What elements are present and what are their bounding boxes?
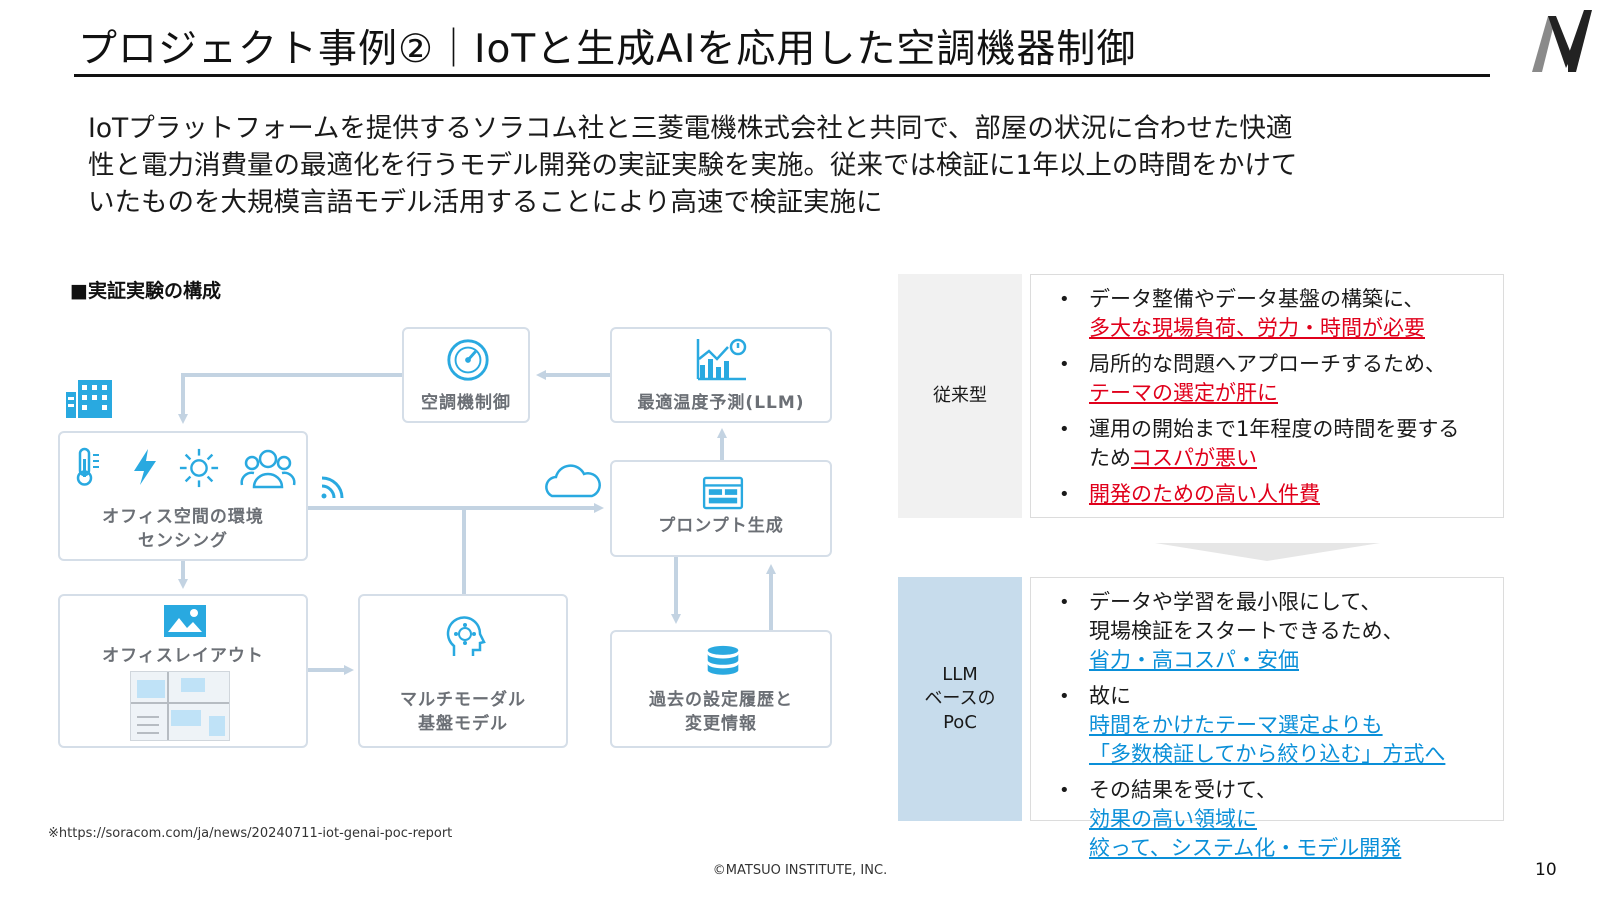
wifi-icon bbox=[321, 476, 344, 499]
layout-window-icon bbox=[702, 476, 744, 510]
node-label: センシング bbox=[138, 531, 228, 551]
bullet-text: 故に bbox=[1089, 684, 1131, 708]
node-label: オフィスレイアウト bbox=[102, 646, 264, 666]
node-label: 空調機制御 bbox=[421, 393, 511, 413]
bullet-text: 局所的な問題へアプローチするため、 bbox=[1089, 352, 1446, 376]
bullet-text: データや学習を最小限にして、 bbox=[1089, 590, 1382, 614]
node-label: マルチモーダル bbox=[400, 690, 526, 710]
node-label: 基盤モデル bbox=[418, 714, 508, 734]
bullet-text: 現場検証をスタートできるため、 bbox=[1089, 619, 1404, 643]
llm-poc-label-line: LLM bbox=[942, 664, 978, 685]
gauge-icon bbox=[447, 339, 489, 381]
bullet-item: データや学習を最小限にして、現場検証をスタートできるため、省力・高コスパ・安価 bbox=[1051, 588, 1493, 675]
bullet-text: データ整備やデータ基盤の構築に、 bbox=[1089, 287, 1425, 311]
highlighted-text: 効果の高い領域に bbox=[1089, 807, 1257, 831]
transition-arrow-icon bbox=[1155, 543, 1380, 561]
node-setting-history: 過去の設定履歴と 変更情報 bbox=[610, 630, 832, 748]
image-icon bbox=[164, 605, 206, 637]
thermometer-icon bbox=[76, 447, 99, 486]
node-label: プロンプト生成 bbox=[658, 516, 784, 536]
highlighted-text: 多大な現場負荷、労力・時間が必要 bbox=[1089, 316, 1425, 340]
node-multimodal-model: マルチモーダル 基盤モデル bbox=[358, 594, 568, 748]
conventional-label-cell: 従来型 bbox=[898, 274, 1022, 518]
highlighted-text: 「多数検証してから絞り込む」方式へ bbox=[1089, 742, 1446, 766]
bullet-text: 運用の開始まで1年程度の時間を要する bbox=[1089, 417, 1460, 441]
node-label: オフィス空間の環境 bbox=[102, 507, 264, 527]
section-label: ■実証実験の構成 bbox=[70, 280, 221, 302]
bullet-text: その結果を受けて、 bbox=[1089, 778, 1277, 802]
node-office-sensing: オフィス空間の環境 センシング bbox=[58, 431, 308, 561]
slide-title: プロジェクト事例②｜IoTと生成AIを応用した空調機器制御 bbox=[78, 27, 1137, 72]
node-label: 過去の設定履歴と bbox=[649, 690, 793, 710]
highlighted-text: 省力・高コスパ・安価 bbox=[1089, 648, 1299, 672]
people-icon bbox=[240, 449, 296, 489]
highlighted-text: コスパが悪い bbox=[1131, 446, 1257, 470]
node-label: 変更情報 bbox=[685, 714, 757, 734]
llm-poc-bullets-cell: データや学習を最小限にして、現場検証をスタートできるため、省力・高コスパ・安価故… bbox=[1030, 577, 1504, 860]
chart-trend-icon bbox=[696, 338, 747, 381]
llm-poc-label-line: PoC bbox=[943, 712, 977, 733]
llm-poc-bullet-list: データや学習を最小限にして、現場検証をスタートできるため、省力・高コスパ・安価故… bbox=[1051, 588, 1493, 870]
bullet-text: ため bbox=[1089, 446, 1131, 470]
highlighted-text: 開発のための高い人件費 bbox=[1089, 482, 1320, 506]
source-footnote: ※https://soracom.com/ja/news/20240711-io… bbox=[48, 826, 453, 841]
conventional-bullet-list: データ整備やデータ基盤の構築に、多大な現場負荷、労力・時間が必要局所的な問題へア… bbox=[1051, 285, 1493, 516]
node-prompt-generation: プロンプト生成 bbox=[610, 460, 832, 557]
cloud-icon bbox=[545, 464, 601, 498]
conventional-bullets-cell: データ整備やデータ基盤の構築に、多大な現場負荷、労力・時間が必要局所的な問題へア… bbox=[1030, 274, 1504, 518]
intro-paragraph: IoTプラットフォームを提供するソラコム社と三菱電機株式会社と共同で、部屋の状況… bbox=[88, 110, 1468, 221]
llm-poc-label-cell: LLM ベースの PoC bbox=[898, 577, 1022, 821]
building-icon bbox=[66, 380, 112, 418]
arrow-aircon-to-sensing bbox=[178, 373, 402, 424]
bullet-item: データ整備やデータ基盤の構築に、多大な現場負荷、労力・時間が必要 bbox=[1051, 285, 1493, 343]
intro-line: いたものを大規模言語モデル活用することにより高速で検証実施に bbox=[88, 187, 883, 218]
bullet-item: 局所的な問題へアプローチするため、テーマの選定が肝に bbox=[1051, 350, 1493, 408]
highlighted-text: テーマの選定が肝に bbox=[1089, 381, 1278, 405]
highlighted-text: 時間をかけたテーマ選定よりも bbox=[1089, 713, 1383, 737]
bullet-item: 開発のための高い人件費 bbox=[1051, 480, 1493, 509]
page-number: 10 bbox=[1535, 860, 1557, 880]
sun-icon bbox=[179, 448, 219, 488]
floor-plan-thumbnail bbox=[130, 671, 230, 741]
database-icon bbox=[707, 645, 739, 675]
intro-line: 性と電力消費量の最適化を行うモデル開発の実証実験を実施。従来では検証に1年以上の… bbox=[88, 150, 1298, 181]
matsuo-logo-icon bbox=[1532, 10, 1592, 72]
llm-poc-label-line: ベースの bbox=[924, 688, 996, 709]
copyright: ©MATSUO INSTITUTE, INC. bbox=[712, 863, 888, 878]
node-aircon-control: 空調機制御 bbox=[402, 327, 530, 423]
highlighted-text: 絞って、システム化・モデル開発 bbox=[1089, 836, 1402, 860]
lightning-icon bbox=[134, 449, 156, 485]
intro-line: IoTプラットフォームを提供するソラコム社と三菱電機株式会社と共同で、部屋の状況… bbox=[88, 113, 1293, 144]
ai-head-icon bbox=[446, 616, 486, 656]
node-optimal-temp-llm: 最適温度予測(LLM) bbox=[610, 327, 832, 423]
title-underline bbox=[74, 74, 1490, 77]
node-label: 最適温度予測(LLM) bbox=[637, 393, 805, 413]
conventional-label: 従来型 bbox=[933, 385, 987, 406]
